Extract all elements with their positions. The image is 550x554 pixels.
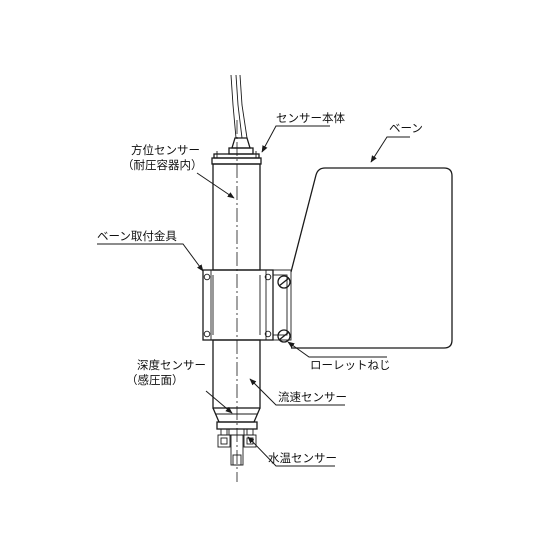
vane-bracket-band xyxy=(202,269,292,341)
leader-vane-bracket xyxy=(97,243,204,272)
leader-depth-sensor xyxy=(205,390,233,414)
vane-plate xyxy=(290,167,453,349)
label-velocity-sensor: 流速センサー xyxy=(278,390,347,404)
label-depth-sensor-line1: 深度センサー xyxy=(137,358,206,372)
lower-housing xyxy=(212,339,261,409)
label-vane-bracket: ベーン取付金具 xyxy=(97,229,177,243)
leader-velocity-sensor xyxy=(249,378,345,406)
leader-knurled-screw xyxy=(287,341,387,358)
cable-gland xyxy=(228,137,254,155)
bottom-flange xyxy=(216,421,258,448)
label-water-temp-sensor: 水温センサー xyxy=(268,451,337,465)
knurled-screw-bottom xyxy=(277,329,291,343)
leader-direction-sensor xyxy=(196,172,235,199)
sensor-body-housing xyxy=(212,163,261,271)
leader-vane xyxy=(370,136,410,163)
cable xyxy=(230,74,248,139)
label-vane: ベーン xyxy=(389,121,423,135)
leader-sensor-body xyxy=(261,125,330,153)
knurled-screw-top xyxy=(277,275,291,289)
label-knurled-screw: ローレットねじ xyxy=(310,358,391,372)
label-direction-sensor-line2: （耐圧容器内） xyxy=(122,158,203,172)
label-sensor-body: センサー本体 xyxy=(276,111,345,125)
label-depth-sensor-line2: （感圧面） xyxy=(126,373,184,387)
velocity-sensor-cone xyxy=(212,407,261,423)
leader-water-temp xyxy=(247,436,335,467)
label-direction-sensor-line1: 方位センサー xyxy=(131,143,200,157)
